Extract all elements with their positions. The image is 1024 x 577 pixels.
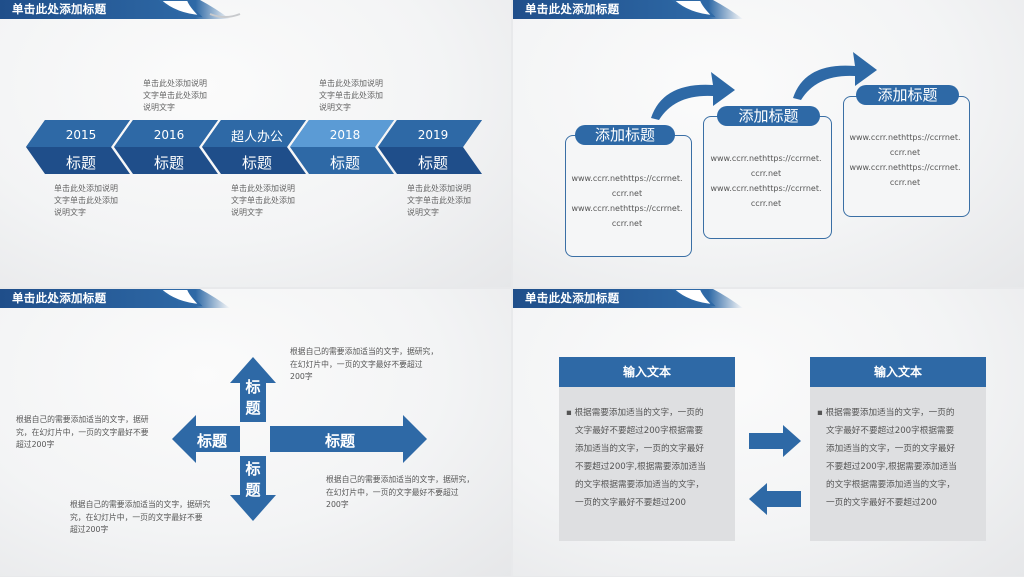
arrow-title-2: 标题 [153, 154, 184, 172]
slide-timeline[interactable]: 单击此处添加标题 2015 标题 2016 标题 超人办公 标题 2018 标题… [0, 0, 511, 287]
arrow-left-label: 标题 [196, 432, 227, 450]
slide-text-boxes[interactable]: 单击此处添加标题 输入文本 ▪ 根据需要添加适当的文字，一页的文字最好不要超过2… [513, 289, 1024, 576]
box-2-text: ▪ 根据需要添加适当的文字，一页的文字最好不要超过200字根据需要添加适当的文字… [817, 408, 957, 508]
slide-cards[interactable]: 单击此处添加标题 添加标题 添加标题 添加标题 www.ccrr.nethttp… [513, 0, 1024, 287]
arrow-up [230, 357, 276, 422]
arrow-right [270, 415, 427, 463]
header-bar [0, 289, 230, 308]
header-title: 单击此处添加标题 [12, 2, 107, 16]
curved-arrow-2 [793, 52, 877, 100]
arrow-title-1: 标题 [65, 154, 96, 172]
arrow-right-label: 标题 [324, 432, 355, 450]
box-1-body [559, 387, 735, 541]
arrow-year-4: 2018 [329, 128, 361, 142]
arrow-2019 [378, 120, 482, 174]
arrow-left-icon [749, 483, 801, 515]
arrow-year-2: 2016 [153, 128, 185, 142]
header-bar [513, 0, 743, 19]
box-2-body [810, 387, 986, 541]
caption-bottom-2: 单击此处添加说明文字单击此处添加说明文字 [231, 184, 295, 217]
arrow-right-icon [749, 425, 801, 457]
curved-arrow-1 [651, 72, 735, 120]
card-2[interactable] [703, 116, 832, 239]
card-1[interactable] [565, 135, 692, 257]
cross-arrows [172, 357, 427, 521]
caption-bottom-3: 单击此处添加说明文字单击此处添加说明文字 [407, 184, 471, 217]
arrow-down [230, 456, 276, 521]
timeline-arrows [26, 120, 482, 174]
header-title: 单击此处添加标题 [525, 291, 620, 305]
arrow-year-3: 超人办公 [230, 130, 283, 145]
caption-top-2: 单击此处添加说明文字单击此处添加说明文字 [319, 79, 383, 112]
arrow-3 [202, 120, 306, 174]
card-3-title: 添加标题 [856, 85, 959, 105]
caption-top-1: 单击此处添加说明文字单击此处添加说明文字 [143, 79, 207, 112]
slide-cross[interactable]: 单击此处添加标题 标题 标题 标题 标题 根据自己的需要添加适当的文字，据研究，… [0, 289, 511, 576]
box-1-text: ▪ 根据需要添加适当的文字，一页的文字最好不要超过200字根据需要添加适当的文字… [566, 408, 706, 508]
header-title: 单击此处添加标题 [525, 2, 620, 16]
curved-arrows [651, 52, 877, 120]
card-1-title: 添加标题 [575, 125, 675, 145]
box-1-title: 输入文本 [559, 357, 735, 387]
header-bar [0, 0, 241, 19]
card-2-title: 添加标题 [717, 106, 820, 126]
header-bar [513, 289, 743, 308]
arrow-down-label: 标题 [245, 460, 261, 499]
arrow-left [172, 415, 240, 463]
arrow-title-4: 标题 [329, 154, 360, 172]
arrow-2015 [26, 120, 130, 174]
text-bottom-left: 根据自己的需要添加适当的文字，据研究究，在幻灯片中，一页的文字最好不要超过200… [70, 500, 211, 534]
arrow-2016 [114, 120, 218, 174]
arrow-year-5: 2019 [417, 128, 449, 142]
caption-bottom-1: 单击此处添加说明文字单击此处添加说明文字 [54, 184, 118, 217]
arrow-up-label: 标题 [245, 378, 261, 417]
text-left: 根据自己的需要添加适当的文字，据研究，在幻灯片中，一页的文字最好不要超过200字 [16, 415, 149, 449]
box-2-title: 输入文本 [810, 357, 986, 387]
arrow-title-3: 标题 [241, 154, 272, 172]
header-title: 单击此处添加标题 [12, 291, 107, 305]
arrow-year-1: 2015 [65, 128, 97, 142]
card-3[interactable] [843, 96, 970, 217]
arrow-2018 [290, 120, 394, 174]
arrow-title-5: 标题 [417, 154, 448, 172]
